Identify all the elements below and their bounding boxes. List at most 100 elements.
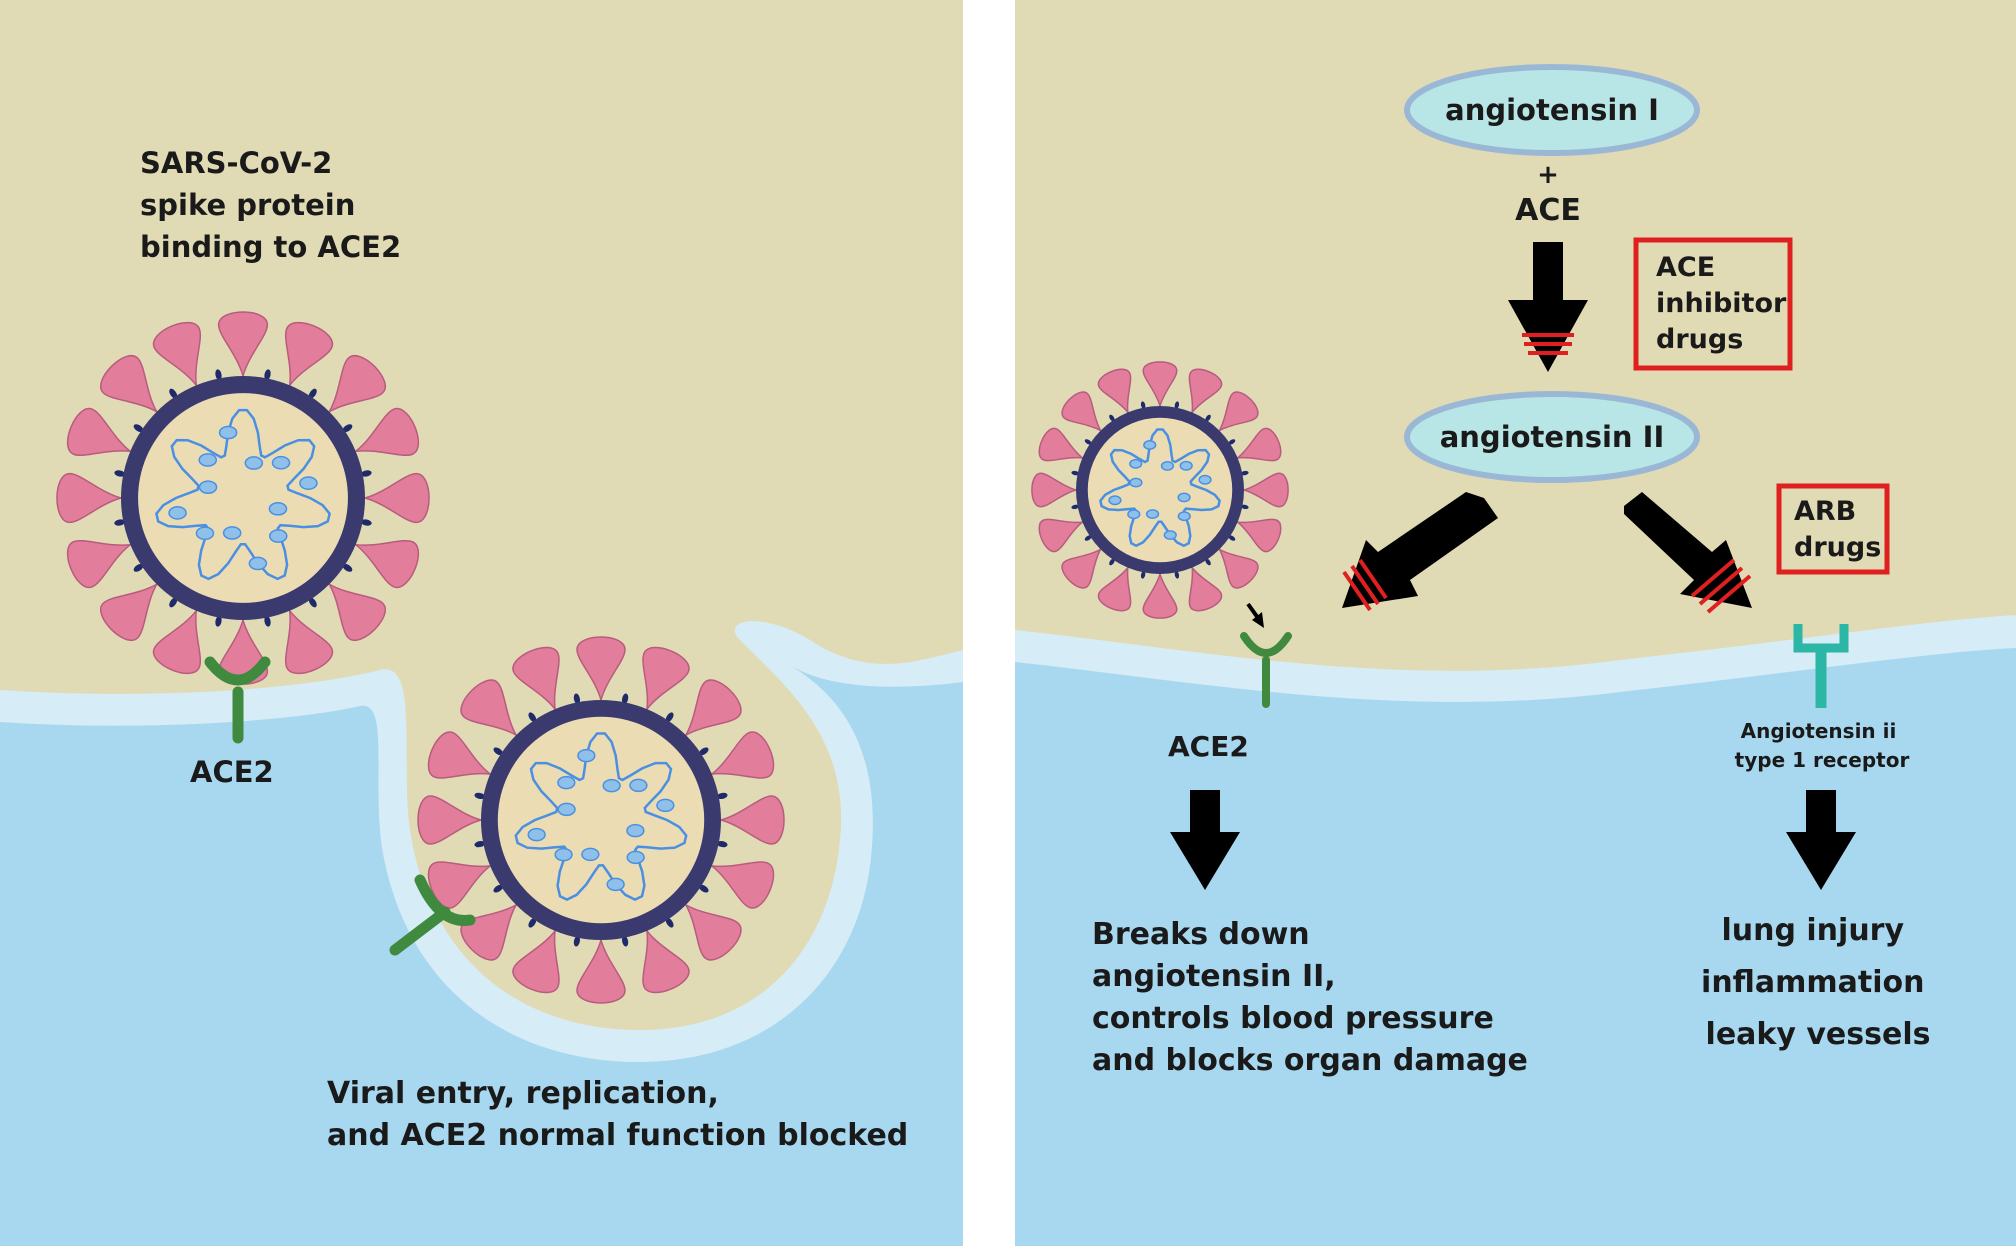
nucleocapsid-protein: [557, 802, 576, 817]
spike-protein: [460, 679, 519, 738]
spike-protein: [512, 646, 560, 712]
viral-rna: [1099, 428, 1221, 548]
nucleocapsid-protein: [1127, 509, 1141, 520]
nucleocapsid-protein: [1129, 477, 1143, 488]
membrane-protein: [698, 884, 709, 893]
membrane-protein: [169, 388, 178, 399]
panel-divider: [963, 0, 1015, 1246]
nucleocapsid-protein: [554, 847, 573, 862]
ace2-receptor-left-1: [204, 656, 271, 744]
receptor-effect-text: lung injury inflammation leaky vessels: [1701, 913, 1935, 1052]
nucleocapsid-protein: [218, 425, 238, 440]
viral-rna: [155, 408, 331, 581]
right-viruses: [1031, 361, 1289, 619]
membrane-protein: [308, 388, 317, 399]
membrane-protein: [308, 597, 317, 608]
spike-protein: [1142, 361, 1178, 409]
ace-label: ACE: [1515, 193, 1581, 228]
virus-entering: [417, 636, 785, 1004]
nucleocapsid-protein: [527, 827, 546, 842]
left-ace2-label: ACE2: [190, 755, 274, 789]
spike-protein: [353, 540, 420, 589]
nucleocapsid-protein: [577, 748, 596, 763]
nucleocapsid-protein: [1179, 460, 1193, 471]
nucleocapsid-protein: [1108, 495, 1122, 506]
spike-protein: [1217, 547, 1259, 589]
spike-protein: [217, 311, 269, 379]
spike-protein: [642, 646, 690, 712]
svg-text:ACE inhibitor: ACE inhibitor drugs: [1656, 252, 1796, 355]
membrane-protein: [528, 917, 537, 928]
membrane-protein: [342, 563, 353, 572]
spike-protein: [1097, 565, 1132, 612]
nucleocapsid-protein: [1145, 509, 1160, 520]
membrane-protein: [215, 615, 222, 627]
spike-protein: [362, 472, 430, 524]
spike-protein: [1217, 391, 1259, 433]
svg-text:ARB drugs: ARB drugs: [1794, 496, 1881, 563]
angiotensin-1-oval: [1404, 64, 1700, 156]
spike-protein: [417, 795, 484, 845]
angiotensin-1-label: angiotensin I: [1445, 93, 1659, 127]
viral-interior: [138, 393, 348, 603]
membrane-protein: [360, 470, 372, 477]
left-caption: Viral entry, replication, and ACE2 norma…: [327, 1076, 908, 1153]
membrane-protein: [493, 747, 504, 756]
nucleocapsid-protein: [268, 501, 288, 516]
spike-protein: [683, 679, 742, 738]
membrane-protein: [474, 840, 486, 848]
membrane-protein: [1109, 414, 1115, 422]
left-cell-interior: [0, 665, 963, 1246]
membrane-protein: [1140, 401, 1146, 409]
spike-protein: [1188, 368, 1223, 415]
angiotensin-2-oval: [1404, 391, 1700, 483]
right-cell-interior: [1015, 648, 2016, 1246]
membrane-protein: [621, 693, 629, 705]
arrow-down-receptor-effect: [1786, 790, 1856, 890]
membrane-protein: [169, 597, 178, 608]
spike-protein: [66, 407, 133, 456]
nucleocapsid-protein: [244, 456, 264, 470]
ace2-receptor-left-2: [389, 874, 476, 956]
nucleocapsid-protein: [222, 526, 242, 540]
spike-protein: [512, 928, 560, 994]
membrane-protein: [716, 840, 728, 848]
nucleocapsid-protein: [1160, 460, 1175, 471]
membrane-protein: [1084, 439, 1092, 445]
ace2-receptor-right: [1240, 632, 1292, 708]
nucleocapsid-protein: [268, 529, 288, 543]
spike-protein: [66, 540, 133, 589]
spike-protein: [576, 937, 626, 1004]
spike-protein: [1188, 565, 1223, 612]
at1-receptor: [1793, 624, 1849, 708]
spike-protein: [1241, 472, 1289, 508]
nucleocapsid-protein: [629, 778, 648, 793]
membrane-protein: [1174, 401, 1180, 409]
arrow-ace-conversion: [1508, 242, 1588, 372]
spike-protein: [427, 731, 493, 779]
virus-small: [1031, 361, 1289, 619]
right-panel: angiotensin I + ACE angiotensin II ACE i…: [1015, 0, 2016, 1246]
nucleocapsid-protein: [1177, 492, 1191, 503]
left-panel: SARS-CoV-2 spike protein binding to ACE2…: [0, 0, 963, 1246]
small-arrow-virus-to-ace2: [1246, 602, 1264, 628]
membrane-protein: [215, 369, 222, 381]
membrane-protein: [1205, 558, 1211, 566]
spike-protein: [152, 608, 201, 675]
membrane-protein: [264, 369, 271, 381]
spike-protein: [56, 472, 124, 524]
spike-protein: [285, 321, 334, 388]
membrane-protein: [1241, 470, 1249, 476]
membrane-protein: [698, 747, 709, 756]
nucleocapsid-protein: [299, 476, 318, 490]
spike-protein: [327, 355, 386, 414]
spike-protein: [1038, 427, 1085, 462]
left-viruses: [56, 311, 785, 1004]
membrane-protein: [264, 615, 271, 627]
nucleocapsid-protein: [1198, 474, 1212, 485]
spike-protein: [427, 861, 493, 909]
spike-protein: [1038, 518, 1085, 553]
nucleocapsid-protein: [1177, 511, 1191, 522]
nucleocapsid-protein: [195, 526, 215, 541]
membrane-protein: [1228, 535, 1236, 541]
